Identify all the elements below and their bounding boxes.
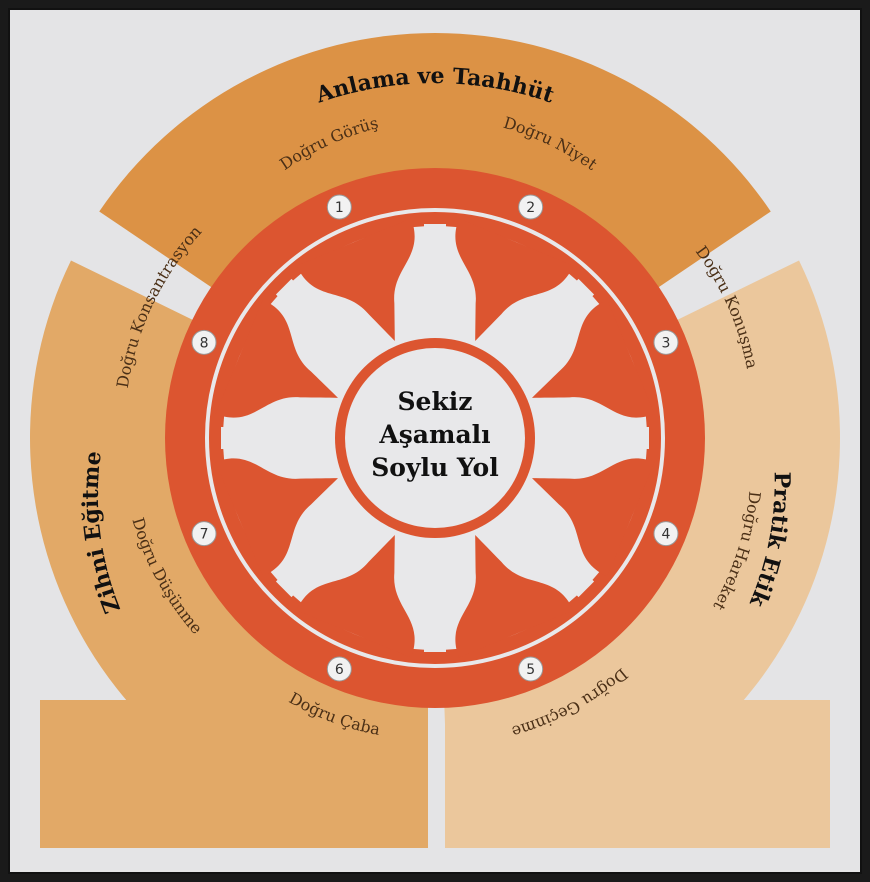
wheel-petal-shape: [296, 218, 415, 341]
wheel-petal: [455, 218, 574, 341]
number-badge-8: [191, 329, 217, 355]
number-badge-3: [653, 329, 679, 355]
outer-gap-top-right: [652, 214, 816, 317]
wheel-petal-shape: [296, 535, 415, 658]
wheel-petal: [296, 535, 415, 658]
outer-section-top: [99, 32, 771, 290]
wheel-petal: [296, 218, 415, 341]
number-badge-text-2: 2: [526, 200, 535, 216]
dharma-wheel: [165, 168, 705, 708]
eightfold-path-diagram: Anlama ve Taahhüt Zihni Eğitme Pratik Et…: [10, 32, 860, 872]
wheel-spoke-bar: [479, 482, 595, 598]
wheel-petal: [215, 458, 338, 577]
number-badges: 1 2 3 4 5 6 7 8: [191, 194, 679, 682]
number-badge-2: [518, 194, 544, 220]
wheel-spoke-bar: [221, 427, 361, 449]
number-badge-text-1: 1: [335, 200, 344, 216]
wheel-petal-shape: [215, 458, 338, 577]
center-title-line1: Sekiz: [398, 387, 473, 416]
outer-section-right: [444, 260, 841, 843]
outer-bottom-edge: [10, 848, 860, 872]
wheel-spoke: [479, 482, 595, 598]
outer-gap-bottom-strip: [428, 700, 442, 860]
number-badge-6: [326, 656, 352, 682]
center-title-line3: Soylu Yol: [371, 453, 498, 482]
outer-section-bottom-left-block: [40, 700, 435, 850]
outer-section-left: [29, 260, 426, 843]
wheel-spoke-bar: [424, 512, 446, 652]
outer-ring: [10, 32, 860, 872]
wheel-spoke: [275, 482, 391, 598]
center-title-line2: Aşamalı: [378, 420, 490, 449]
wheel-petal-shape: [215, 299, 338, 418]
number-badge-text-3: 3: [662, 335, 671, 351]
number-badge-text-4: 4: [662, 527, 671, 543]
wheel-spoke: [221, 427, 361, 449]
number-badge-text-5: 5: [526, 662, 535, 678]
wheel-spoke: [424, 512, 446, 652]
wheel-petal-shape: [455, 218, 574, 341]
wheel-spoke-bar: [509, 427, 649, 449]
number-badge-text-7: 7: [200, 527, 209, 543]
wheel-spoke: [424, 224, 446, 364]
number-badge-7: [191, 521, 217, 547]
wheel-hub: [345, 348, 525, 528]
wheel-petal-shape: [532, 458, 655, 577]
wheel-inner-line: [205, 208, 665, 668]
number-badge-1: [326, 194, 352, 220]
wheel-petal-shape: [532, 299, 655, 418]
wheel-petal-shape: [455, 535, 574, 658]
wheel-spoke-bar: [275, 278, 391, 394]
wheel-petal: [215, 299, 338, 418]
wheel-spoke-bar: [424, 224, 446, 364]
outer-gap-top-left: [54, 214, 218, 317]
wheel-petal: [532, 458, 655, 577]
wheel-spoke: [479, 278, 595, 394]
number-badge-text-6: 6: [335, 662, 344, 678]
number-badge-4: [653, 521, 679, 547]
outer-section-bottom-right-block: [445, 700, 830, 850]
diagram-frame: Anlama ve Taahhüt Zihni Eğitme Pratik Et…: [8, 8, 862, 874]
number-badge-text-8: 8: [200, 335, 209, 351]
wheel-spoke: [509, 427, 649, 449]
wheel-spoke-bar: [479, 278, 595, 394]
wheel-spoke: [275, 278, 391, 394]
number-badge-5: [518, 656, 544, 682]
wheel-spoke-bar: [275, 482, 391, 598]
wheel-petal: [455, 535, 574, 658]
wheel-petal: [532, 299, 655, 418]
